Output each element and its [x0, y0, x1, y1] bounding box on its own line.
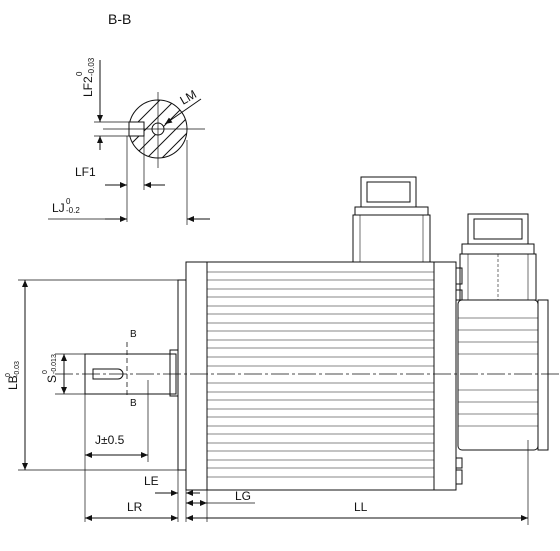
lb-tol-lower: -0.03: [14, 361, 21, 377]
front-housing: [185, 261, 208, 491]
lf2-tol-lower: -0.03: [87, 57, 96, 76]
ll-label: LL: [354, 500, 368, 514]
section-mark-bottom: B: [130, 398, 137, 409]
mounting-flange: [177, 279, 187, 471]
le-label: LE: [144, 474, 159, 488]
lj-label: LJ: [52, 201, 65, 215]
shaft-shoulder: [169, 349, 179, 397]
section-view-bb: B-B LF2 0 -0.03: [48, 11, 210, 225]
lf2-tol-upper: 0: [75, 71, 84, 76]
s-label: S: [45, 375, 59, 383]
cooling-fins: [207, 271, 434, 478]
lg-label: LG: [235, 489, 251, 503]
section-title: B-B: [108, 11, 131, 27]
rear-housing: [433, 261, 457, 491]
lb-tol-upper: 0: [5, 373, 12, 377]
lf1-label: LF1: [75, 165, 96, 179]
s-tol-lower: -0.013: [51, 354, 58, 374]
lr-label: LR: [127, 500, 143, 514]
lb-label: LB: [6, 375, 20, 390]
lm-label: LM: [178, 87, 199, 107]
shaft-keyway: [92, 368, 124, 380]
encoder-housing: [457, 299, 539, 451]
lj-tol-lower: -0.2: [66, 206, 80, 215]
encoder-connector: [459, 213, 537, 301]
power-connector: [352, 176, 431, 263]
j-label: J±0.5: [95, 433, 125, 447]
motor-side-view: B B LB 0 -0.03 S 0 -0.013 J±0.5 LE: [5, 176, 560, 525]
section-mark-top: B: [130, 329, 137, 340]
s-tol-upper: 0: [42, 370, 49, 374]
lf2-label: LF2: [81, 76, 95, 97]
lj-tol-upper: 0: [66, 197, 71, 206]
motor-body: [206, 261, 435, 491]
